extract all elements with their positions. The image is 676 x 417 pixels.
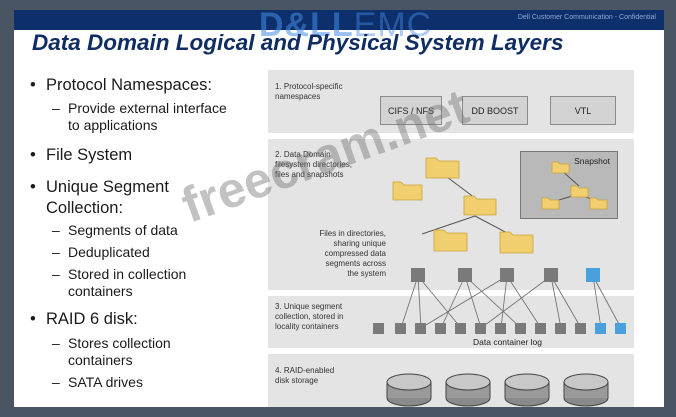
container-block <box>415 323 426 334</box>
bullet-segment: •Unique Segment <box>30 178 169 196</box>
header-corner-text: Dell Customer Communication - Confidenti… <box>517 14 656 21</box>
sub-bullet: –Stored in collection <box>52 266 187 282</box>
slide: Dell Customer Communication - Confidenti… <box>14 10 664 407</box>
container-block <box>435 323 446 334</box>
sub-bullet-cont: to applications <box>68 117 158 133</box>
sub-bullet: –Segments of data <box>52 222 178 238</box>
files-note-line: segments across <box>326 259 386 268</box>
cifs-nfs-box: CIFS / NFS <box>380 96 442 125</box>
segment-block <box>411 268 425 282</box>
bullet-segment-cont: Collection: <box>46 199 124 217</box>
sub-bullet: –Stores collection <box>52 335 171 351</box>
container-block-highlight <box>595 323 606 334</box>
container-block <box>515 323 526 334</box>
sub-bullet: –Deduplicated <box>52 244 150 260</box>
segment-layer-panel <box>268 296 634 348</box>
segment-block <box>544 268 558 282</box>
container-log-label: Data container log <box>473 337 542 347</box>
container-block <box>395 323 406 334</box>
diagram-graphics: Files in directories, sharing unique com… <box>319 157 626 407</box>
container-block <box>575 323 586 334</box>
files-note-line: the system <box>347 269 386 278</box>
ddboost-box: DD BOOST <box>462 96 528 125</box>
container-block <box>495 323 506 334</box>
snapshot-label: Snapshot <box>574 156 610 166</box>
folder-icon <box>392 157 608 254</box>
container-row <box>373 323 626 334</box>
files-note-line: compressed data <box>325 249 387 258</box>
vtl-box: VTL <box>550 96 616 125</box>
header-bar: Dell Customer Communication - Confidenti… <box>14 10 664 30</box>
sub-bullet-cont: containers <box>68 352 133 368</box>
disk-icon <box>386 373 609 407</box>
files-note-line: Files in directories, <box>319 229 386 238</box>
sub-bullet: –SATA drives <box>52 374 143 390</box>
segment-squares-top <box>411 268 600 282</box>
bullet-raid: •RAID 6 disk: <box>30 310 138 328</box>
container-block <box>535 323 546 334</box>
container-block-highlight <box>615 323 626 334</box>
sub-bullet-cont: containers <box>68 283 133 299</box>
container-block <box>475 323 486 334</box>
dell-emc-logo: D&LLEMC <box>259 10 433 44</box>
segment-block <box>458 268 472 282</box>
container-block <box>455 323 466 334</box>
files-note-line: sharing unique <box>334 239 387 248</box>
bullet-protocol: •Protocol Namespaces: <box>30 76 212 94</box>
segment-block-highlight <box>586 268 600 282</box>
sub-bullet: –Provide external interface <box>52 100 227 116</box>
slide-title: Data Domain Logical and Physical System … <box>32 30 564 55</box>
bullet-filesystem: •File System <box>30 146 133 164</box>
container-block <box>555 323 566 334</box>
container-block <box>373 323 384 334</box>
segment-block <box>500 268 514 282</box>
